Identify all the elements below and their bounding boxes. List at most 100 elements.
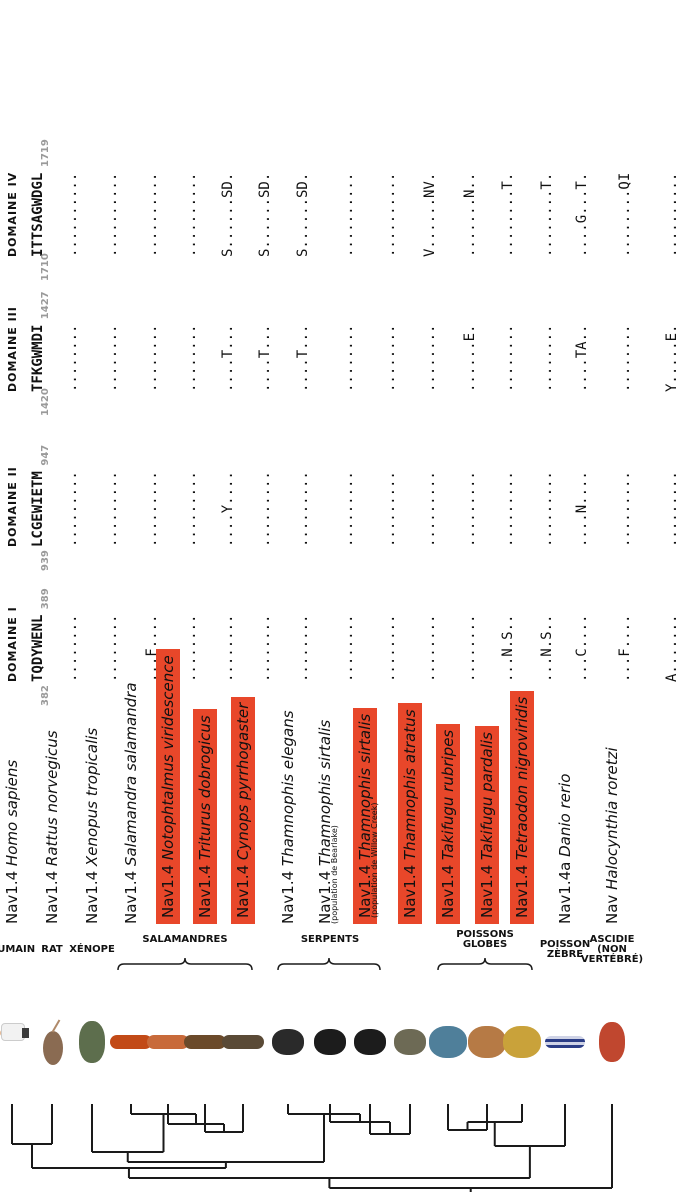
aligned-sequence: ...F.... xyxy=(144,614,160,682)
protein-name: Nav1.4 xyxy=(83,870,101,924)
aligned-sequence: ......... xyxy=(295,471,311,547)
human-figure-icon xyxy=(0,1021,31,1043)
aligned-sequence: ....G...T. xyxy=(574,172,590,257)
aligned-sequence: ........ xyxy=(64,614,80,682)
residue-start: 1420 xyxy=(40,388,51,416)
aligned-sequence: Y.....E. xyxy=(664,324,680,392)
protein-name: Nav1.4 xyxy=(43,870,61,924)
residue-end: 947 xyxy=(40,444,51,466)
residue-start: 939 xyxy=(40,550,51,571)
frog-icon xyxy=(75,1021,109,1063)
protein-name: Nav1.4a xyxy=(556,861,574,924)
pufferfish-icon xyxy=(429,1026,467,1058)
salamander-icon xyxy=(110,1035,152,1049)
aligned-sequence: .......... xyxy=(183,172,199,257)
aligned-sequence: ........ xyxy=(539,324,555,392)
taxon-label: Nav1.4 Takifugu rubripes xyxy=(436,723,460,924)
salamander-icon xyxy=(222,1035,264,1049)
aligned-sequence: ......... xyxy=(500,471,516,547)
residue-start: 382 xyxy=(40,685,51,706)
residue-end: 389 xyxy=(40,588,51,610)
aligned-sequence: ........ xyxy=(422,324,438,392)
aligned-sequence: .......N.. xyxy=(462,172,478,257)
aligned-sequence: ....T... xyxy=(220,324,236,392)
aligned-sequence: ........ xyxy=(382,324,398,392)
pufferfish-icon xyxy=(503,1026,541,1058)
aligned-sequence: A....... xyxy=(664,614,680,682)
aligned-sequence: .......... xyxy=(340,172,356,257)
protein-name: Nav1.4 xyxy=(401,864,419,918)
aligned-sequence: ....T... xyxy=(257,324,273,392)
taxon-label: Nav1.4 Xenopus tropicalis xyxy=(80,728,104,924)
aligned-sequence: ......... xyxy=(422,471,438,547)
taxon-label: Nav1.4 Thamnophis sirtalis(population de… xyxy=(313,720,339,924)
aligned-sequence: ......... xyxy=(104,471,120,547)
aligned-sequence: .......... xyxy=(382,172,398,257)
aligned-sequence: ........ xyxy=(382,614,398,682)
aligned-sequence: ......... xyxy=(539,471,555,547)
taxon-label: Nav Halocynthia roretzi xyxy=(600,747,624,924)
aligned-sequence: ........ xyxy=(104,614,120,682)
aligned-sequence: ....N.... xyxy=(574,471,590,547)
aligned-sequence: .......... xyxy=(144,172,160,257)
species-name: Notophtalmus viridescence xyxy=(159,655,177,861)
group-brace xyxy=(117,957,253,971)
reference-sequence: TFKGWMDI xyxy=(30,324,46,392)
taxon-label: Nav1.4 Takifugu pardalis xyxy=(475,726,499,924)
protein-name: Nav1.4 xyxy=(196,864,214,918)
snake-icon xyxy=(394,1029,426,1055)
aligned-sequence: ......... xyxy=(257,471,273,547)
aligned-sequence: ......... xyxy=(617,471,633,547)
group-brace xyxy=(277,957,381,971)
taxon-label: Nav1.4 Thamnophis atratus xyxy=(398,703,422,924)
population-note: (population de Willow Creek) xyxy=(370,802,379,918)
population-note: (population de Bearlake) xyxy=(330,825,339,924)
protein-name: Nav1.4 xyxy=(439,864,457,918)
aligned-sequence: ........ xyxy=(500,324,516,392)
species-name: Rattus norvegicus xyxy=(43,730,61,867)
aligned-sequence: ........ xyxy=(183,614,199,682)
protein-name: Nav1.4 xyxy=(122,870,140,924)
aligned-sequence: ........T. xyxy=(539,172,555,257)
taxon-label: Nav1.4 Triturus dobrogicus xyxy=(193,709,217,924)
protein-name: Nav1.4 xyxy=(513,864,531,918)
taxon-label: Nav1.4 Rattus norvegicus xyxy=(40,730,64,924)
aligned-sequence: ...C.... xyxy=(574,614,590,682)
species-name: Thamnophis atratus xyxy=(401,709,419,861)
aligned-sequence: S......SD. xyxy=(295,172,311,257)
protein-name: Nav1.4 xyxy=(234,864,252,918)
species-name: Triturus dobrogicus xyxy=(196,715,214,861)
aligned-sequence: .......... xyxy=(664,172,680,257)
aligned-sequence: ........ xyxy=(422,614,438,682)
aligned-sequence: S......SD. xyxy=(257,172,273,257)
rat-icon xyxy=(37,1019,67,1065)
aligned-sequence: ......... xyxy=(664,471,680,547)
aligned-sequence: ........ xyxy=(295,614,311,682)
species-name: Cynops pyrrhogaster xyxy=(234,702,252,861)
aligned-sequence: ......... xyxy=(183,471,199,547)
taxon-label: Nav1.4 Cynops pyrrhogaster xyxy=(231,696,255,924)
aligned-sequence: .......... xyxy=(64,172,80,257)
aligned-sequence: ........ xyxy=(340,614,356,682)
pufferfish-icon xyxy=(468,1026,506,1058)
species-name: Danio rerio xyxy=(556,773,574,857)
aligned-sequence: .......... xyxy=(104,172,120,257)
aligned-sequence: ........ xyxy=(340,324,356,392)
species-name: Homo sapiens xyxy=(3,759,21,867)
protein-name: Nav1.4 xyxy=(3,870,21,924)
taxon-label: Nav1.4 Thamnophis elegans xyxy=(276,710,300,924)
aligned-sequence: ......... xyxy=(144,471,160,547)
snake-icon xyxy=(314,1029,346,1055)
protein-name: Nav1.4 xyxy=(279,870,297,924)
snake-icon xyxy=(272,1029,304,1055)
domain-heading: DOMAINE I xyxy=(6,606,19,682)
aligned-sequence: ........ xyxy=(462,614,478,682)
domain-heading: DOMAINE III xyxy=(6,306,19,392)
aligned-sequence: ........ xyxy=(220,614,236,682)
aligned-sequence: ........ xyxy=(64,324,80,392)
species-name: Thamnophis elegans xyxy=(279,710,297,867)
residue-end: 1719 xyxy=(40,139,51,167)
aligned-sequence: ........QI xyxy=(617,172,633,257)
